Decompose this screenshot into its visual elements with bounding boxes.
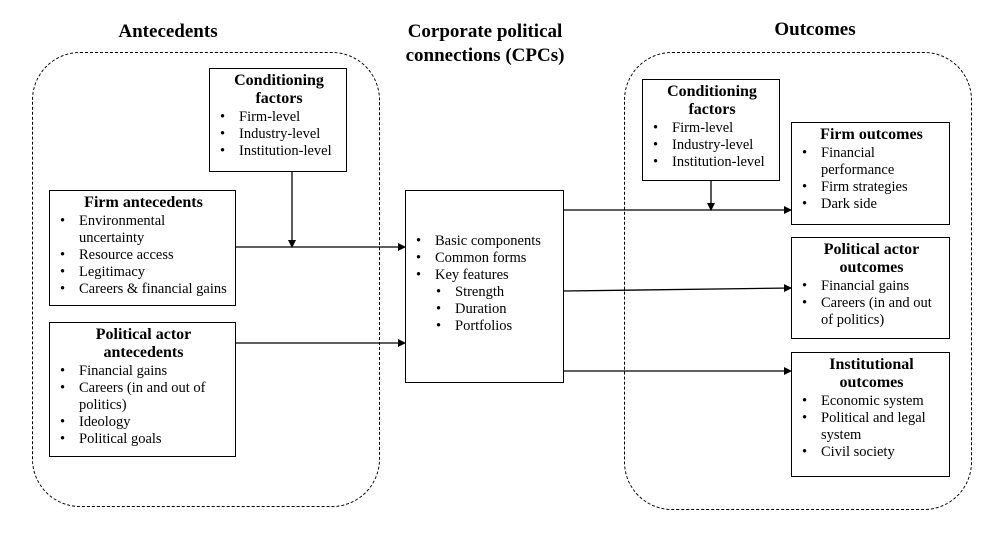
list-item: Firm-level (218, 109, 340, 126)
heading-outcomes: Outcomes (774, 19, 856, 40)
firm-antecedents-title: Firm antecedents (84, 194, 203, 211)
institutional-outcomes-title-line1: Institutional (829, 356, 914, 373)
political-outcomes-box: Political actor outcomes Financial gains… (791, 237, 950, 339)
right-conditioning-box: Conditioning factors Firm-level Industry… (642, 79, 780, 181)
list-item: Portfolios (434, 318, 557, 335)
outcomes-group (624, 52, 972, 510)
political-antecedents-title: Political actor antecedents (58, 326, 229, 362)
left-conditioning-list: Firm-level Industry-level Institution-le… (218, 109, 340, 160)
list-item: Financial gains (58, 363, 229, 380)
list-item: Resource access (58, 247, 229, 264)
list-item: Financial performance (800, 145, 943, 179)
cpcs-key-features-list: Strength Duration Portfolios (414, 284, 557, 335)
heading-cpcs-line1: Corporate political (407, 21, 563, 42)
arrow-cpcs-to-political-outcomes (563, 284, 792, 293)
list-item: Legitimacy (58, 264, 229, 281)
right-conditioning-list: Firm-level Industry-level Institution-le… (651, 120, 773, 171)
institutional-outcomes-box: Institutional outcomes Economic system P… (791, 352, 950, 477)
political-antecedents-title-line1: Political actor (95, 326, 192, 343)
heading-cpcs-line2: connections (CPCs) (405, 45, 565, 66)
institutional-outcomes-list: Economic system Political and legal syst… (800, 393, 943, 461)
political-antecedents-list: Financial gains Careers (in and out of p… (58, 363, 229, 448)
political-antecedents-title-line2: antecedents (103, 344, 184, 361)
heading-cpcs: Corporate political connections (CPCs) (380, 20, 590, 68)
cpcs-list: Basic components Common forms Key featur… (414, 233, 557, 284)
political-antecedents-box: Political actor antecedents Financial ga… (49, 322, 236, 457)
list-item: Basic components (414, 233, 557, 250)
list-item: Firm strategies (800, 179, 943, 196)
list-item: Careers & financial gains (58, 281, 229, 298)
list-item: Key features (414, 267, 557, 284)
list-item: Careers (in and out of politics) (58, 380, 229, 414)
list-item: Firm-level (651, 120, 773, 137)
list-item: Dark side (800, 196, 943, 213)
right-conditioning-title: Conditioning factors (651, 83, 773, 119)
list-item: Institution-level (651, 154, 773, 171)
list-item: Industry-level (651, 137, 773, 154)
list-item: Environmental uncertainty (58, 213, 229, 247)
list-item: Economic system (800, 393, 943, 410)
list-item: Common forms (414, 250, 557, 267)
list-item: Industry-level (218, 126, 340, 143)
firm-outcomes-list: Financial performance Firm strategies Da… (800, 145, 943, 213)
cpcs-box: Basic components Common forms Key featur… (405, 190, 564, 383)
institutional-outcomes-title: Institutional outcomes (800, 356, 943, 392)
heading-antecedents: Antecedents (118, 21, 218, 42)
firm-outcomes-box: Firm outcomes Financial performance Firm… (791, 122, 950, 225)
right-conditioning-title-line1: Conditioning (667, 83, 757, 100)
left-conditioning-title-line2: factors (255, 90, 303, 107)
political-outcomes-title-line1: Political actor (823, 241, 920, 258)
list-item: Political and legal system (800, 410, 943, 444)
political-outcomes-list: Financial gains Careers (in and out of p… (800, 278, 943, 329)
antecedents-group (32, 52, 380, 507)
left-conditioning-title-line1: Conditioning (234, 72, 324, 89)
list-item: Institution-level (218, 143, 340, 160)
political-outcomes-title: Political actor outcomes (800, 241, 943, 277)
firm-outcomes-title: Firm outcomes (820, 126, 923, 143)
list-item: Strength (434, 284, 557, 301)
left-conditioning-title: Conditioning factors (218, 72, 340, 108)
list-item: Civil society (800, 444, 943, 461)
institutional-outcomes-title-line2: outcomes (839, 374, 904, 391)
political-outcomes-title-line2: outcomes (839, 259, 904, 276)
list-item: Political goals (58, 431, 229, 448)
list-item: Duration (434, 301, 557, 318)
left-conditioning-box: Conditioning factors Firm-level Industry… (209, 68, 347, 172)
firm-antecedents-list: Environmental uncertainty Resource acces… (58, 213, 229, 298)
list-item: Financial gains (800, 278, 943, 295)
right-conditioning-title-line2: factors (688, 101, 736, 118)
firm-antecedents-box: Firm antecedents Environmental uncertain… (49, 190, 236, 306)
list-item: Ideology (58, 414, 229, 431)
list-item: Careers (in and out of politics) (800, 295, 943, 329)
